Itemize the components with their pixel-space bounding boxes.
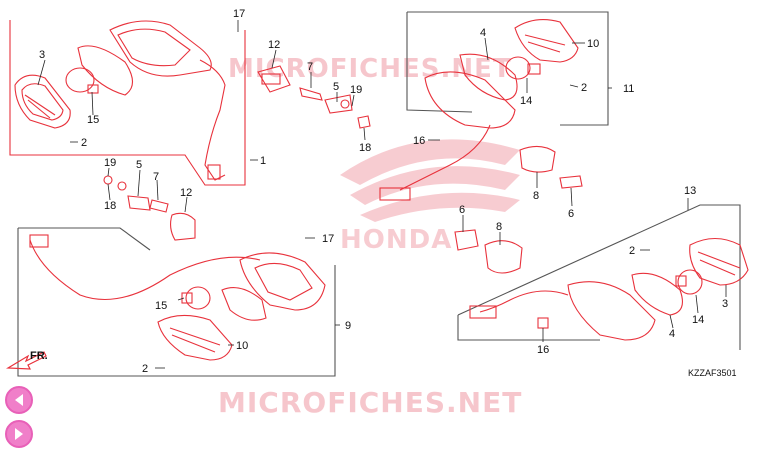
- label-17-bottom: 17: [322, 233, 334, 245]
- honda-wing-logo: HONDA: [340, 139, 520, 255]
- label-10-top: 10: [587, 38, 599, 50]
- label-4-bottom: 4: [669, 328, 675, 340]
- label-2-bottomleft: 2: [142, 363, 148, 375]
- label-8-center: 8: [496, 221, 502, 233]
- label-2-topright: 2: [581, 82, 587, 94]
- label-5-top: 5: [333, 81, 339, 93]
- diagram-code: KZZAF3501: [688, 368, 737, 378]
- label-15-top: 15: [87, 114, 99, 126]
- label-5-left: 5: [136, 159, 142, 171]
- label-12-left: 12: [180, 187, 192, 199]
- label-9: 9: [345, 320, 351, 332]
- label-8-top: 8: [533, 190, 539, 202]
- label-6-right: 6: [568, 208, 574, 220]
- arrow-left-icon: [5, 351, 47, 370]
- label-17-top: 17: [233, 8, 245, 20]
- part-number-labels: 17 3 15 2 1 12 7 5 19 18 4 10 14 2 11 16…: [39, 8, 728, 375]
- triangle-left-icon: [15, 394, 23, 406]
- watermark-bottom: MICROFICHES.NET: [218, 386, 522, 419]
- label-12-top: 12: [268, 39, 280, 51]
- honda-logo-text: HONDA: [340, 225, 452, 255]
- label-4-top: 4: [480, 27, 486, 39]
- label-15-bottom: 15: [155, 300, 167, 312]
- triangle-right-icon: [15, 428, 23, 440]
- label-19-left: 19: [104, 157, 116, 169]
- label-16-bottom: 16: [537, 344, 549, 356]
- prev-button[interactable]: [5, 386, 33, 414]
- label-3-left: 3: [39, 49, 45, 61]
- label-18-top: 18: [359, 142, 371, 154]
- label-11: 11: [623, 83, 634, 95]
- label-16-top: 16: [413, 135, 425, 147]
- front-direction-indicator: FR.: [5, 350, 48, 370]
- small-parts-center: [103, 65, 371, 241]
- group-part-13: [457, 204, 749, 350]
- leader-lines: [37, 20, 727, 369]
- label-6-center: 6: [459, 204, 465, 216]
- group-part-11: [379, 11, 609, 201]
- label-7-left: 7: [153, 171, 159, 183]
- front-label: FR.: [30, 350, 48, 362]
- label-14-top: 14: [520, 95, 532, 107]
- group-part-9: [17, 227, 336, 377]
- next-button[interactable]: [5, 420, 33, 448]
- label-18-left: 18: [104, 200, 116, 212]
- group-part-1: [9, 20, 246, 186]
- label-2-bottomright: 2: [629, 245, 635, 257]
- label-2-topleft: 2: [81, 137, 87, 149]
- label-13: 13: [684, 185, 696, 197]
- label-1: 1: [260, 155, 266, 167]
- label-3-right: 3: [722, 298, 728, 310]
- label-10-bottom: 10: [236, 340, 248, 352]
- small-parts-right: [454, 145, 583, 274]
- label-7-top: 7: [307, 61, 313, 73]
- label-19-top: 19: [350, 84, 362, 96]
- label-14-bottom: 14: [692, 314, 704, 326]
